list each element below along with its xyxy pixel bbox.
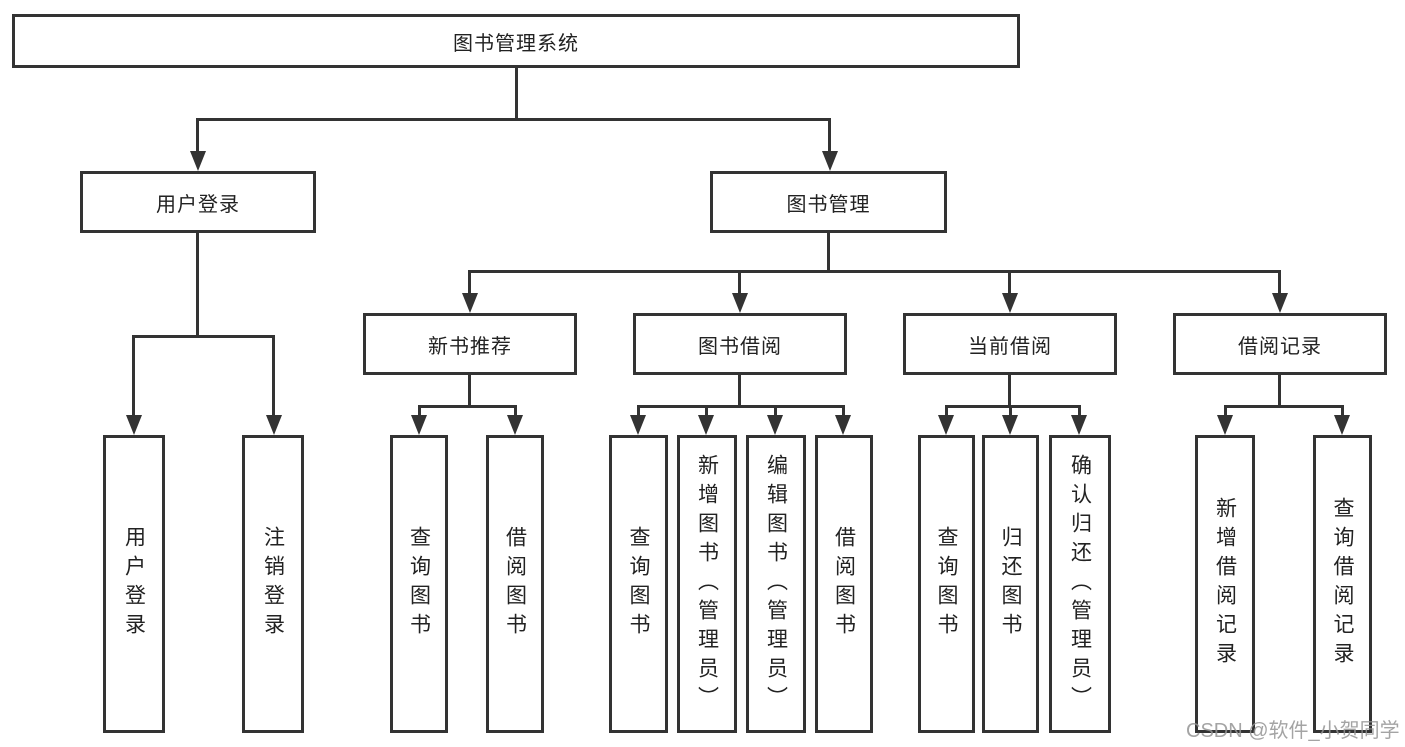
arrowhead: [938, 415, 954, 435]
connector-line: [1224, 405, 1227, 417]
leaf-recommend-borrow-books: 借阅图书: [486, 435, 544, 733]
arrowhead: [507, 415, 523, 435]
node-library-management-system: 图书管理系统: [12, 14, 1020, 68]
leaf-current-query-books: 查询图书: [918, 435, 975, 733]
connector-line: [945, 405, 948, 417]
arrowhead: [698, 415, 714, 435]
connector-line: [1341, 405, 1344, 417]
connector-line: [637, 405, 845, 408]
arrowhead: [126, 415, 142, 435]
leaf-return-books: 归还图书: [982, 435, 1039, 733]
arrowhead: [266, 415, 282, 435]
node-book-borrowing: 图书借阅: [633, 313, 847, 375]
arrowhead: [411, 415, 427, 435]
connector-line: [705, 405, 708, 417]
arrowhead: [630, 415, 646, 435]
connector-line: [515, 66, 518, 120]
connector-line: [514, 405, 517, 417]
arrowhead: [732, 293, 748, 313]
connector-line: [272, 335, 275, 417]
connector-line: [637, 405, 640, 417]
arrowhead: [190, 151, 206, 171]
leaf-edit-book-admin: 编辑图书（管理员）: [746, 435, 806, 733]
arrowhead: [462, 293, 478, 313]
connector-line: [196, 233, 199, 337]
leaf-add-borrow-record: 新增借阅记录: [1195, 435, 1255, 733]
connector-line: [468, 270, 1281, 273]
connector-line: [418, 405, 517, 408]
leaf-borrowing-query-books: 查询图书: [609, 435, 668, 733]
arrowhead: [1334, 415, 1350, 435]
connector-line: [132, 335, 275, 338]
arrowhead: [767, 415, 783, 435]
leaf-add-book-admin: 新增图书（管理员）: [677, 435, 737, 733]
connector-line: [1278, 270, 1281, 293]
leaf-query-borrow-record: 查询借阅记录: [1313, 435, 1372, 733]
connector-line: [196, 118, 831, 121]
arrowhead: [1272, 293, 1288, 313]
arrowhead: [1071, 415, 1087, 435]
connector-line: [774, 405, 777, 417]
connector-line: [196, 118, 199, 153]
node-user-login: 用户登录: [80, 171, 316, 233]
node-new-book-recommendation: 新书推荐: [363, 313, 577, 375]
connector-line: [1278, 375, 1281, 407]
connector-line: [1078, 405, 1081, 417]
node-current-borrowing: 当前借阅: [903, 313, 1117, 375]
connector-line: [1008, 270, 1011, 293]
leaf-recommend-query-books: 查询图书: [390, 435, 448, 733]
connector-line: [468, 270, 471, 293]
csdn-watermark: CSDN @软件_小贺同学: [1186, 720, 1400, 742]
leaf-borrowing-borrow-books: 借阅图书: [815, 435, 873, 733]
node-borrowing-records: 借阅记录: [1173, 313, 1387, 375]
arrowhead: [822, 151, 838, 171]
connector-line: [1009, 405, 1012, 417]
arrowhead: [1002, 415, 1018, 435]
connector-line: [738, 270, 741, 293]
connector-line: [828, 118, 831, 153]
connector-line: [132, 335, 135, 417]
connector-line: [468, 375, 471, 407]
leaf-confirm-return-admin: 确认归还（管理员）: [1049, 435, 1111, 733]
connector-line: [738, 375, 741, 407]
connector-line: [418, 405, 421, 417]
arrowhead: [1217, 415, 1233, 435]
connector-line: [842, 405, 845, 417]
connector-line: [1224, 405, 1344, 408]
connector-line: [945, 405, 1081, 408]
leaf-logout: 注销登录: [242, 435, 304, 733]
node-book-management: 图书管理: [710, 171, 947, 233]
connector-line: [827, 233, 830, 272]
arrowhead: [835, 415, 851, 435]
connector-line: [1008, 375, 1011, 407]
leaf-user-login: 用户登录: [103, 435, 165, 733]
arrowhead: [1002, 293, 1018, 313]
